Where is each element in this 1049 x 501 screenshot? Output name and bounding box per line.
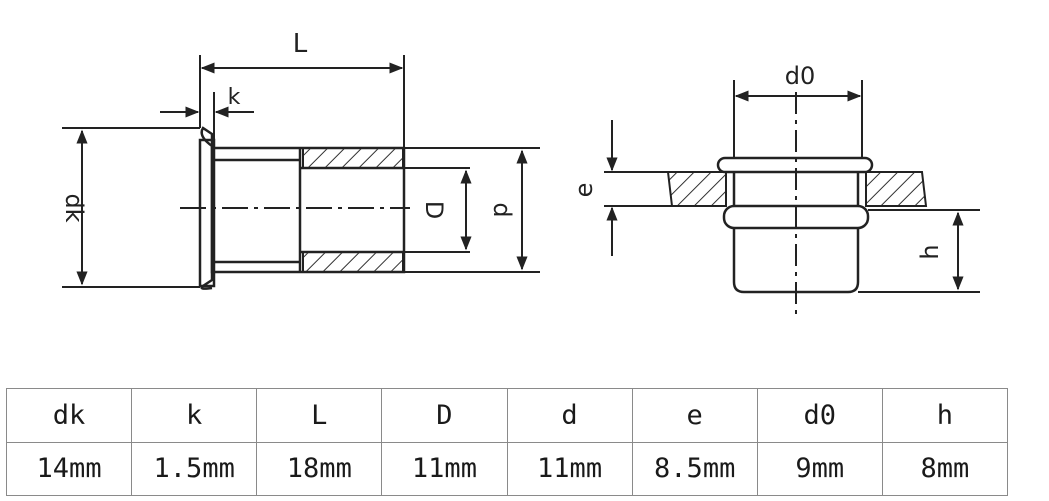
dimension-spec-table: dk k L D d e d0 h 14mm 1.5mm 18mm 11mm 1… <box>5 388 1009 496</box>
value-cell-d: 11mm <box>506 441 633 496</box>
value-cell-e: 8.5mm <box>631 441 758 496</box>
thread-wall-bottom-hatch <box>302 251 404 273</box>
sheet-plate-left <box>666 171 727 207</box>
label-d: d <box>488 202 516 217</box>
header-cell-e: e <box>631 388 758 443</box>
header-cell-h: h <box>881 388 1009 443</box>
header-cell-D: D <box>381 388 508 443</box>
dimension-lines-right <box>606 90 964 291</box>
header-cell-dk: dk <box>5 388 133 443</box>
side-section-view <box>62 55 540 290</box>
label-dk: dk <box>60 193 88 222</box>
table-value-row: 14mm 1.5mm 18mm 11mm 11mm 8.5mm 9mm 8mm <box>5 441 1009 496</box>
value-cell-dk: 14mm <box>5 441 133 496</box>
rivet-nut-technical-drawing: L k dk D d d0 e h <box>60 29 980 316</box>
flange-body <box>198 138 216 288</box>
value-cell-k: 1.5mm <box>131 441 258 496</box>
table-header-row: dk k L D d e d0 h <box>5 388 1009 443</box>
header-cell-d0: d0 <box>756 388 883 443</box>
value-cell-D: 11mm <box>381 441 508 496</box>
label-d0: d0 <box>785 62 816 90</box>
thread-wall-top-hatch <box>302 147 404 169</box>
header-cell-d: d <box>506 388 633 443</box>
installed-view <box>604 80 980 316</box>
header-cell-k: k <box>131 388 258 443</box>
label-D: D <box>420 201 448 219</box>
label-e: e <box>570 183 598 198</box>
dimension-lines-left <box>76 62 528 286</box>
label-h: h <box>916 244 944 259</box>
value-cell-h: 8mm <box>881 441 1009 496</box>
label-k: k <box>228 85 241 110</box>
value-cell-d0: 9mm <box>756 441 883 496</box>
header-cell-L: L <box>256 388 383 443</box>
value-cell-L: 18mm <box>256 441 383 496</box>
sheet-plate-right <box>865 171 928 207</box>
label-L: L <box>293 29 308 59</box>
